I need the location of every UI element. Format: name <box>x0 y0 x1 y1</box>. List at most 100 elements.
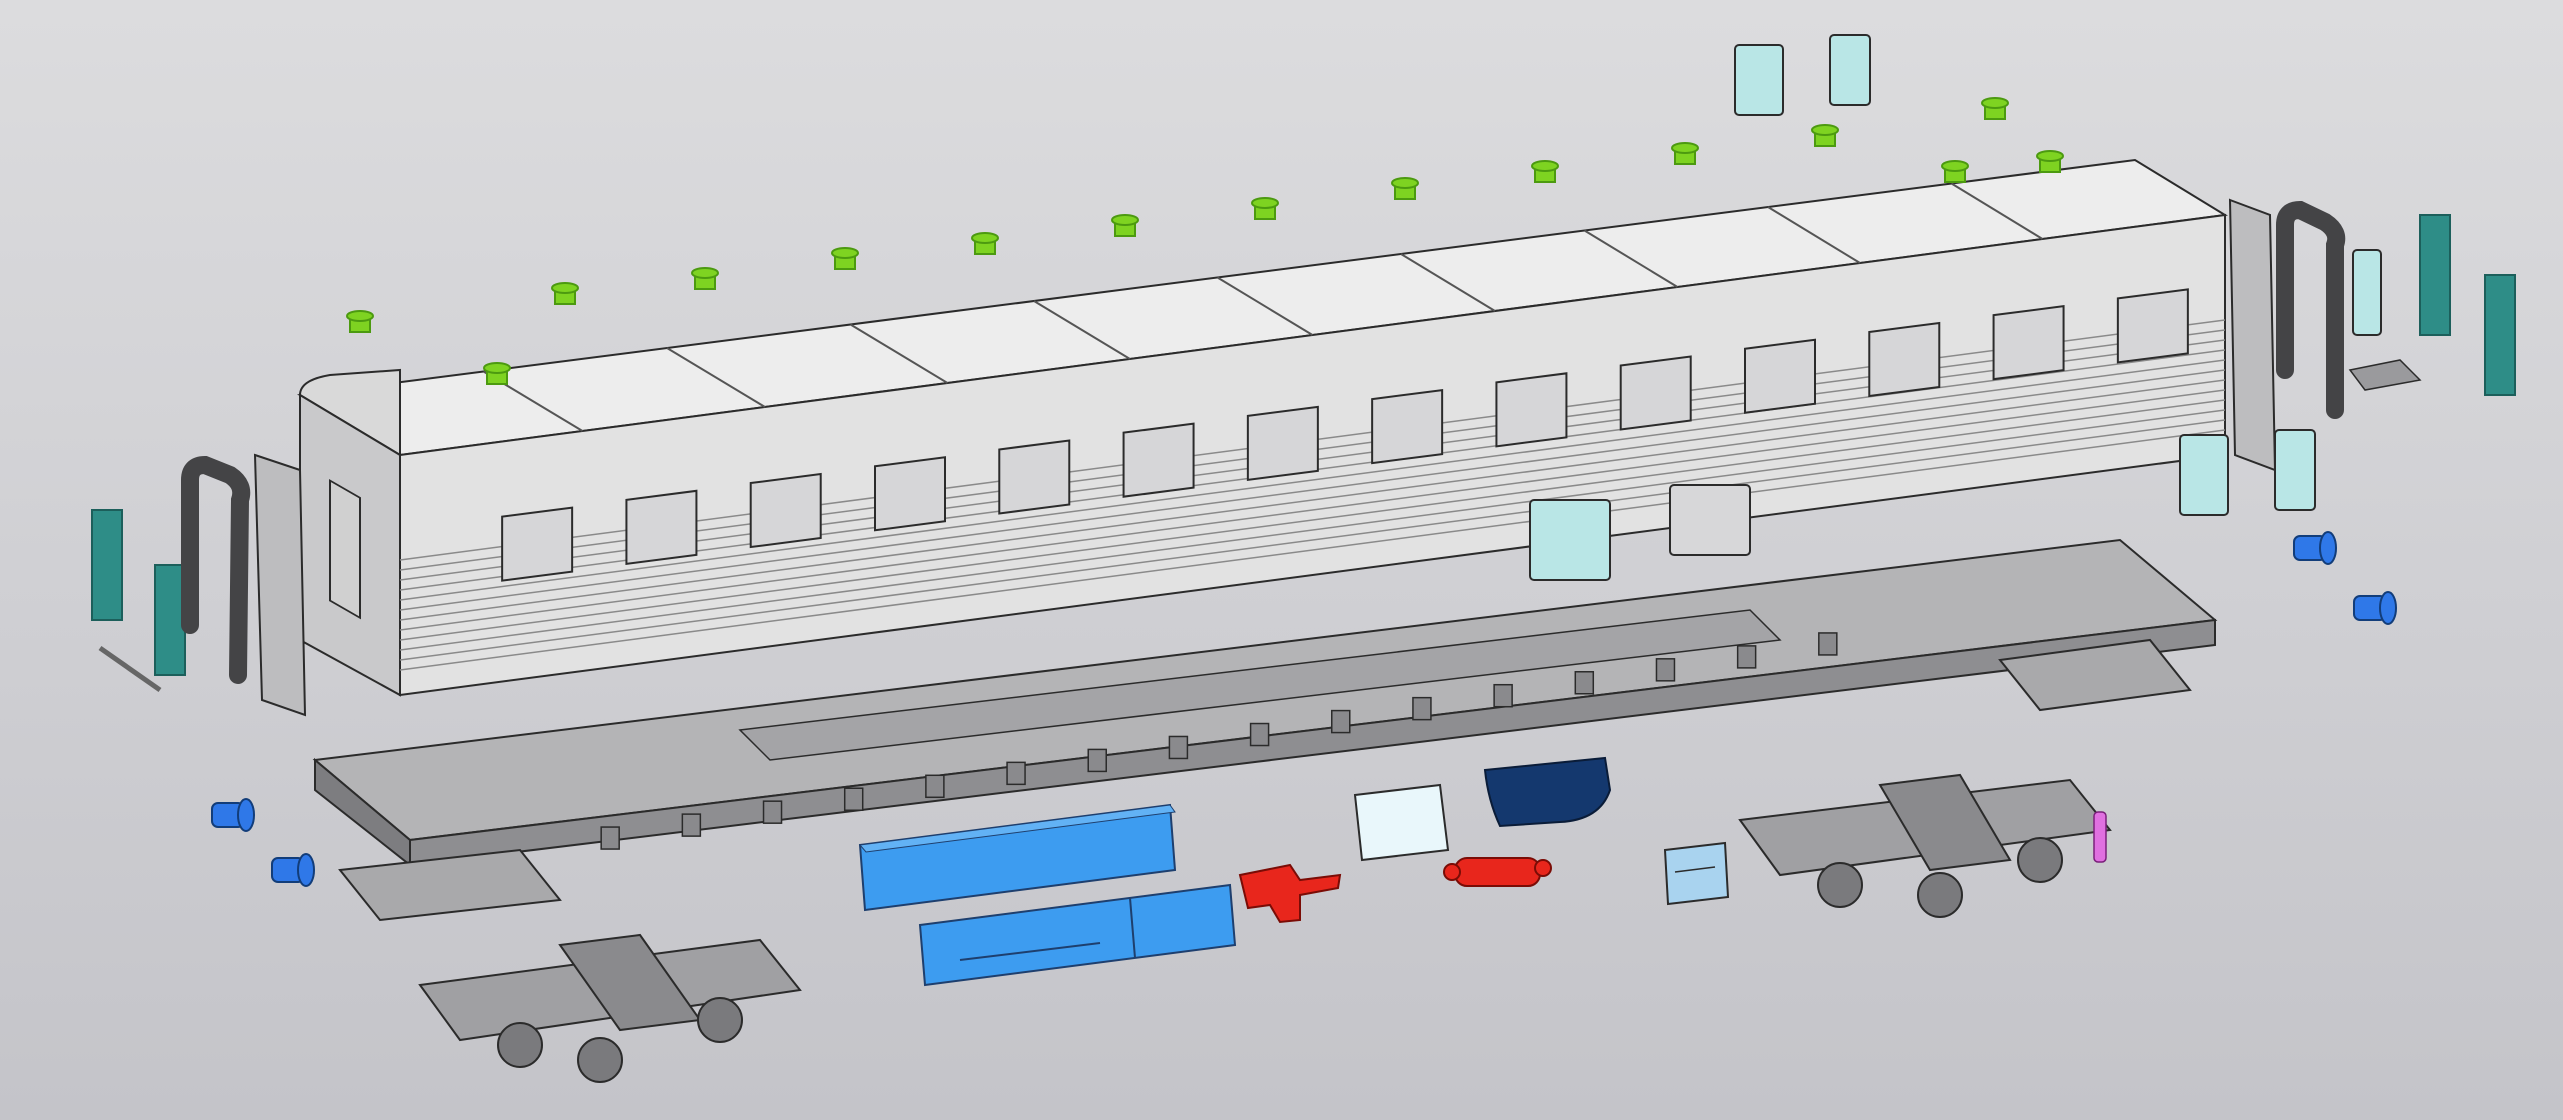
battery-box-lower[interactable] <box>918 883 1237 987</box>
underframe[interactable] <box>312 538 2218 922</box>
car-window <box>1744 338 1816 414</box>
roof-seam <box>849 323 949 384</box>
glass-panes <box>1529 34 2382 581</box>
handrail-right[interactable] <box>2276 200 2346 419</box>
roof-seam <box>1767 206 1861 264</box>
roof-vent[interactable] <box>346 310 374 333</box>
bogie-right-wheel <box>2017 837 2063 883</box>
bogie-right-wheel <box>1917 872 1963 918</box>
frame-hangers <box>600 632 1838 850</box>
frame-hanger <box>1249 722 1270 747</box>
bogie-right[interactable] <box>1738 773 2112 918</box>
roof-vent[interactable] <box>1391 177 1419 200</box>
red-brake-cylinder[interactable] <box>1443 857 1552 887</box>
end-cap-right-b[interactable] <box>2484 274 2516 396</box>
couplers <box>211 531 2397 887</box>
side-rib <box>399 429 2226 671</box>
roof-vent[interactable] <box>691 267 719 290</box>
coupler[interactable] <box>211 798 255 832</box>
side-rib <box>399 359 2226 601</box>
pink-fitting[interactable] <box>2093 811 2107 863</box>
roof-seam <box>666 347 766 408</box>
car-body[interactable] <box>297 158 2228 697</box>
tension-rod-left[interactable] <box>98 645 162 693</box>
roof-vent[interactable] <box>831 247 859 270</box>
frame-hanger <box>1818 632 1838 656</box>
roof-panel-seams <box>482 182 2044 432</box>
roof-seam <box>1950 182 2044 240</box>
side-rib <box>399 389 2226 631</box>
end-door[interactable] <box>329 478 361 620</box>
roof-vent[interactable] <box>1111 214 1139 237</box>
navy-equipment-box[interactable] <box>1483 756 1612 828</box>
end-cap-left-a[interactable] <box>91 509 123 621</box>
car-window <box>874 456 946 532</box>
car-window <box>625 489 698 565</box>
end-plate-right[interactable] <box>2348 359 2422 391</box>
roof-seam <box>1033 300 1131 360</box>
car-window <box>998 439 1071 515</box>
diaphragm-right[interactable] <box>2228 198 2277 472</box>
underframe-recess <box>738 609 1782 761</box>
roof-seam <box>1583 229 1679 288</box>
white-equipment-box[interactable] <box>1353 783 1450 862</box>
frame-hanger <box>1412 696 1432 721</box>
end-cap-right-a[interactable] <box>2419 214 2451 336</box>
roof-vent[interactable] <box>483 362 511 385</box>
bogie-left[interactable] <box>418 933 802 1083</box>
underframe-bolster-left <box>338 848 562 922</box>
diaphragm-left[interactable] <box>253 453 307 717</box>
car-window <box>1495 372 1568 448</box>
frame-hanger <box>1006 761 1026 786</box>
car-window <box>501 506 574 582</box>
frame-hanger <box>681 813 702 837</box>
roof-vent[interactable] <box>1811 124 1839 147</box>
roof-vent[interactable] <box>1251 197 1279 220</box>
brake-valve-assembly[interactable] <box>1238 863 1342 924</box>
roof-vent[interactable] <box>1941 160 1969 183</box>
frame-hanger <box>925 774 945 799</box>
car-window <box>1868 321 1941 398</box>
car-window <box>2116 288 2189 364</box>
side-rib <box>399 409 2226 651</box>
coupler[interactable] <box>271 853 315 887</box>
frame-hanger <box>1736 645 1757 669</box>
roof-vent[interactable] <box>551 282 579 305</box>
battery-box-upper[interactable] <box>858 803 1177 912</box>
glass-pane[interactable] <box>1829 34 1871 106</box>
car-window <box>1371 388 1444 465</box>
handrail-left[interactable] <box>181 455 251 684</box>
bogie-right-wheel <box>1817 862 1863 908</box>
side-rib <box>399 369 2226 611</box>
car-window <box>749 472 822 549</box>
glass-pane[interactable] <box>1734 44 1784 116</box>
coupler[interactable] <box>2353 591 2397 625</box>
glass-pane[interactable] <box>1529 499 1611 581</box>
roof-seam <box>1400 253 1496 312</box>
roof-vents <box>346 97 2064 385</box>
roof-seam <box>1216 276 1314 336</box>
glass-pane[interactable] <box>2352 249 2382 336</box>
roof-vent[interactable] <box>1531 160 1559 183</box>
frame-hanger <box>762 800 783 824</box>
roof-vent[interactable] <box>1671 142 1699 165</box>
frame-hanger <box>600 826 620 850</box>
end-cap-left-b[interactable] <box>154 564 186 676</box>
bogie-right-bolster <box>1878 773 2012 872</box>
glass-pane[interactable] <box>2274 429 2316 511</box>
frame-hanger <box>1493 683 1513 708</box>
glass-pane[interactable] <box>2179 434 2229 516</box>
light-blue-equipment-box[interactable] <box>1663 841 1730 906</box>
frame-hanger <box>843 787 864 811</box>
roof-vent[interactable] <box>1981 97 2009 120</box>
glass-pane[interactable] <box>1669 484 1751 556</box>
coupler[interactable] <box>2293 531 2337 565</box>
car-window <box>1992 305 2065 381</box>
side-rib <box>399 419 2226 661</box>
side-rib <box>399 379 2226 621</box>
frame-hanger <box>1655 658 1676 682</box>
roof-vent[interactable] <box>2036 150 2064 173</box>
car-window <box>1619 355 1692 431</box>
roof-vent[interactable] <box>971 232 999 255</box>
